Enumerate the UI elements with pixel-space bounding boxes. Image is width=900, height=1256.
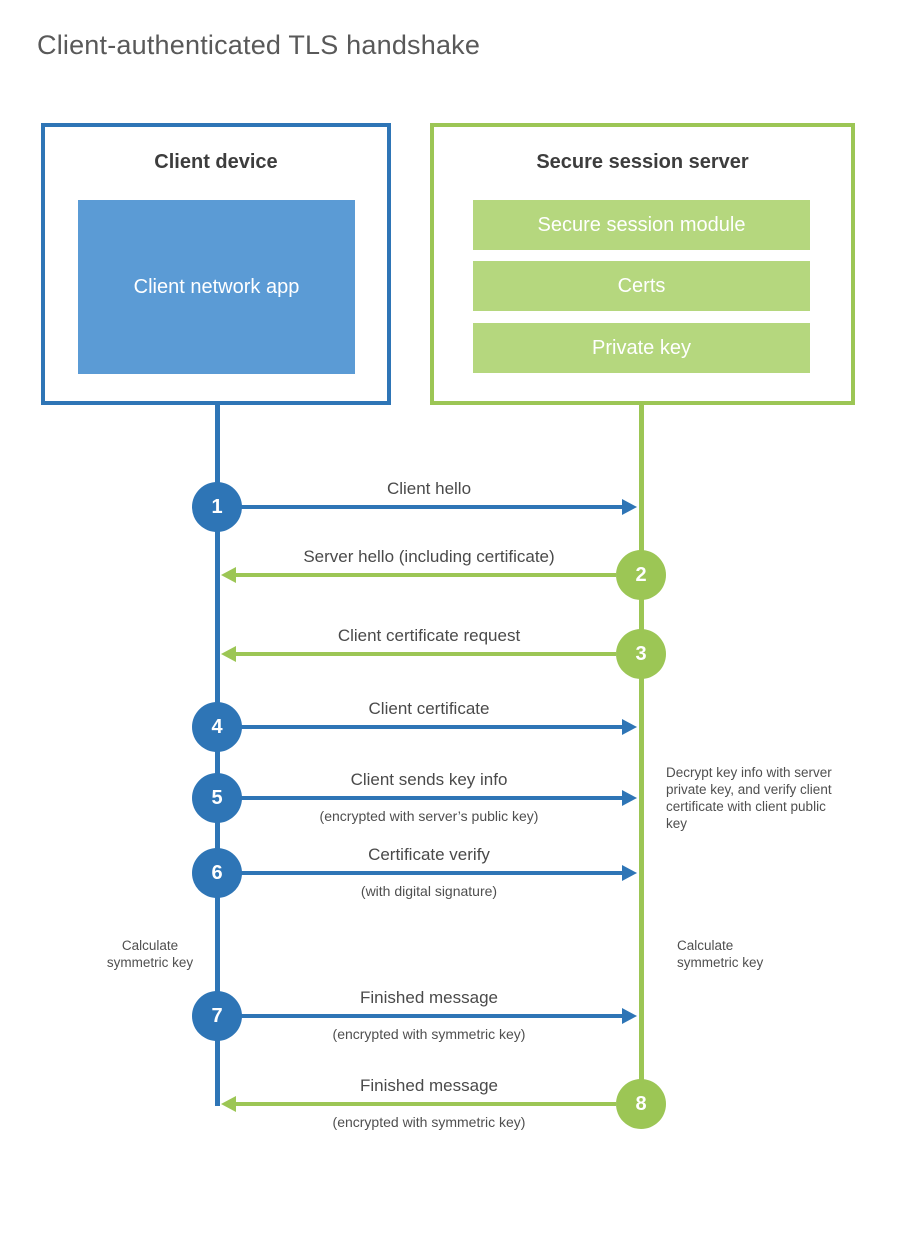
server-module-certs: Certs	[473, 261, 810, 311]
step-circle-2: 2	[616, 550, 666, 600]
arrow-right-6	[240, 865, 637, 881]
client-network-app-box: Client network app	[78, 200, 355, 374]
message-label-3: Client certificate request	[337, 626, 521, 645]
step-circle-3: 3	[616, 629, 666, 679]
server-lifeline	[639, 405, 644, 1105]
secure-session-server-heading: Secure session server	[536, 151, 749, 173]
message-label-7: Finished message	[360, 988, 498, 1007]
step-circle-1: 1	[192, 482, 242, 532]
message-label-6: Certificate verify	[368, 845, 490, 864]
message-sublabel-5: (encrypted with server’s public key)	[319, 808, 539, 824]
step-circle-4: 4	[192, 702, 242, 752]
message-sublabel-8: (encrypted with symmetric key)	[332, 1114, 526, 1130]
message-label-2: Server hello (including certificate)	[303, 547, 555, 566]
message-label-5: Client sends key info	[350, 770, 508, 789]
calculate-symmetric-key-right: Calculate symmetric key	[677, 938, 764, 970]
step-circle-8: 8	[616, 1079, 666, 1129]
client-lifeline	[215, 405, 220, 1106]
step-circle-5: 5	[192, 773, 242, 823]
arrow-right-5	[240, 790, 637, 806]
message-label-8: Finished message	[360, 1076, 498, 1095]
arrow-right-7	[240, 1008, 637, 1024]
decrypt-key-note: Decrypt key info with server private key…	[666, 765, 832, 831]
step-circle-7: 7	[192, 991, 242, 1041]
arrow-left-2	[221, 567, 616, 583]
step-circle-6: 6	[192, 848, 242, 898]
server-module-private-key: Private key	[473, 323, 810, 373]
server-module-secure-session-module: Secure session module	[473, 200, 810, 250]
calculate-symmetric-key-left: Calculate symmetric key	[106, 938, 194, 970]
message-label-1: Client hello	[386, 479, 472, 498]
arrow-left-3	[221, 646, 616, 662]
arrow-left-8	[221, 1096, 616, 1112]
message-sublabel-6: (with digital signature)	[360, 883, 498, 899]
message-sublabel-7: (encrypted with symmetric key)	[332, 1026, 526, 1042]
client-device-box: Client device Client network app	[41, 123, 391, 405]
arrow-right-1	[240, 499, 637, 515]
page-title: Client-authenticated TLS handshake	[37, 30, 481, 60]
client-network-app-label: Client network app	[133, 276, 300, 298]
arrow-right-4	[240, 719, 637, 735]
client-device-heading: Client device	[154, 151, 278, 173]
secure-session-server-box: Secure session server Secure session mod…	[430, 123, 855, 405]
message-label-4: Client certificate	[368, 699, 490, 718]
